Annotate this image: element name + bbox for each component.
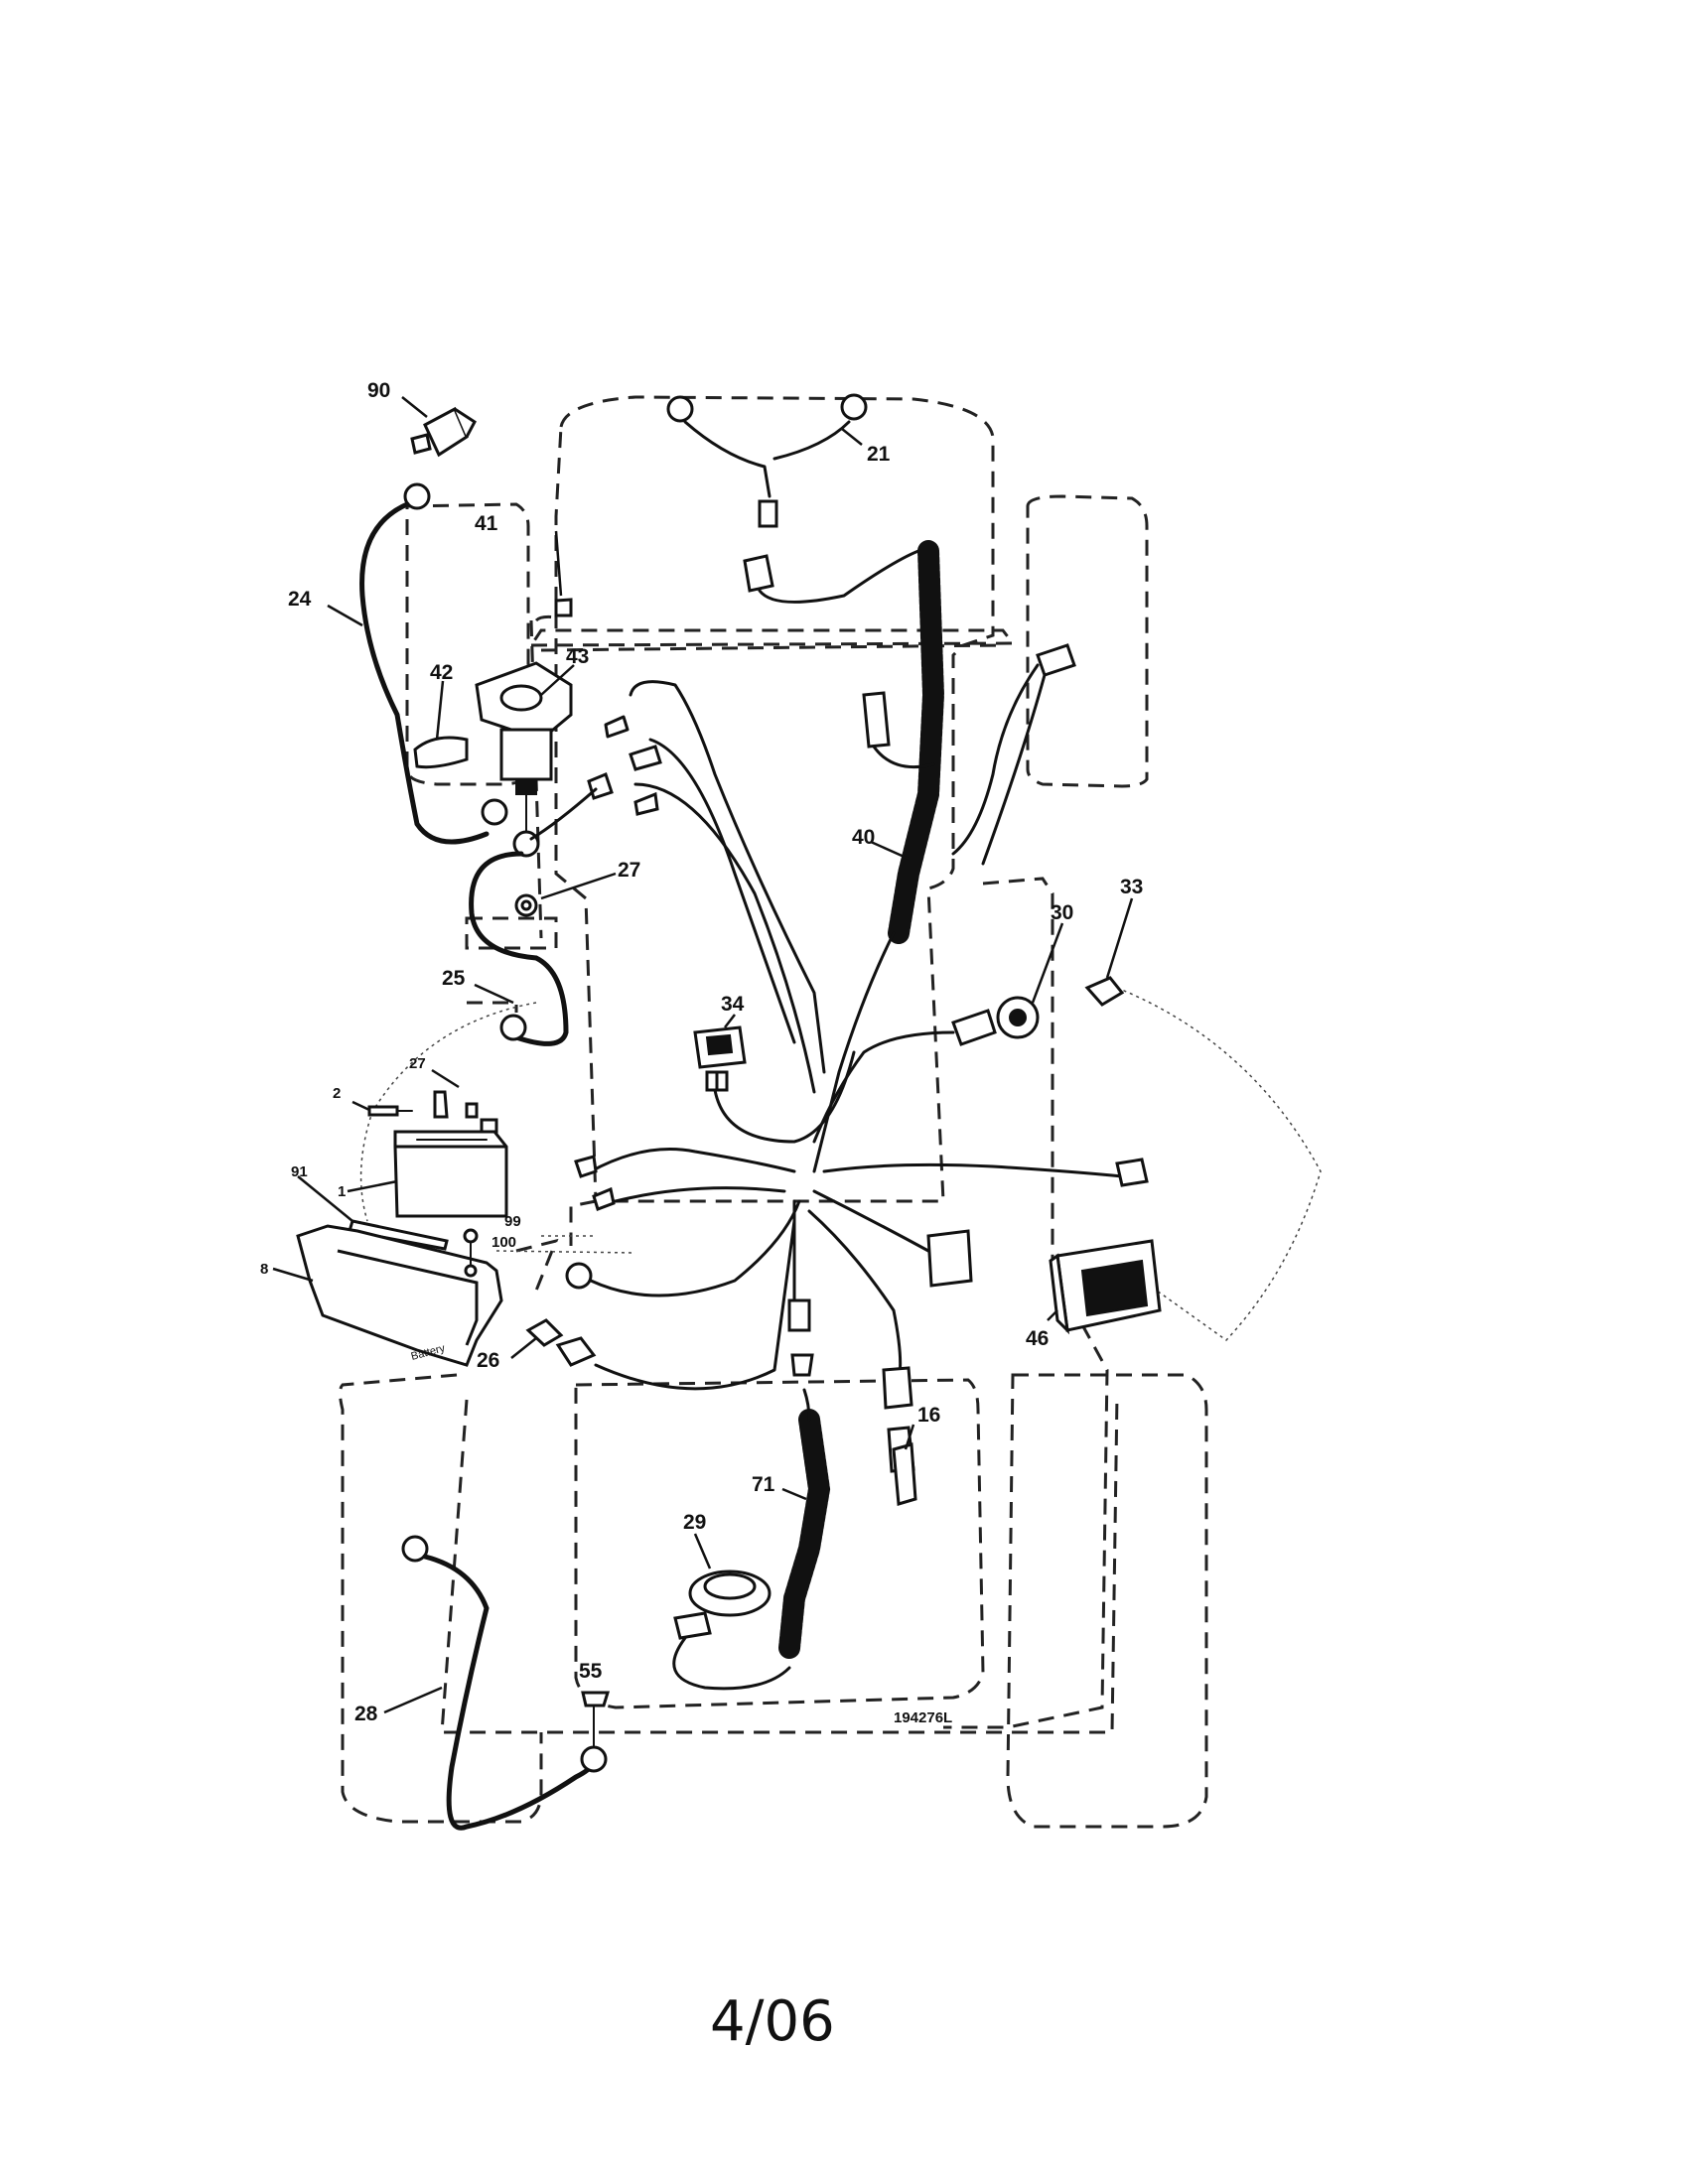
part-40-harness [758,540,945,1173]
part-33-key [1084,976,1125,1007]
callout-28: 28 [354,1703,378,1725]
part-24-cable [359,482,508,845]
figure-number: 194276L [894,1709,952,1726]
harness-left-branches [565,1148,801,1391]
part-28-cable [401,1535,611,1831]
part-46-seat-switch [1049,1239,1162,1335]
callout-labels: 90 24 41 42 43 27 25 2 27 1 91 99 100 8 … [260,379,1143,1725]
part-30-ignition [812,996,1040,1144]
callout-27-upper: 27 [618,859,640,882]
callout-24: 24 [288,588,312,611]
part-71-cord [778,1388,831,1659]
callout-71: 71 [752,1473,775,1496]
harness-branches [529,643,1076,1094]
callout-27-lower: 27 [409,1055,426,1072]
callout-42: 42 [430,661,453,684]
callout-90: 90 [367,379,390,402]
callout-55: 55 [579,1660,603,1683]
callout-1: 1 [338,1183,346,1200]
callout-41: 41 [475,512,498,535]
callout-99: 99 [504,1213,521,1230]
callout-8: 8 [260,1261,268,1278]
callout-2: 2 [333,1085,341,1102]
part-26-clip [525,1318,597,1367]
callout-21: 21 [867,443,891,466]
callout-33: 33 [1120,876,1143,898]
callout-25: 25 [442,967,466,990]
callout-34: 34 [721,993,745,1016]
callout-91: 91 [291,1163,308,1180]
callout-29: 29 [683,1511,706,1534]
part-25-cable [469,851,569,1046]
part-29-pto [672,1570,791,1691]
battery-assembly [296,1090,508,1367]
callout-16: 16 [917,1404,940,1427]
harness-right-branches [787,1158,1149,1473]
leader-lines [272,396,1134,1714]
callout-26: 26 [477,1349,499,1372]
callout-46: 46 [1026,1327,1049,1350]
page-footer-date: 4/06 [710,1989,835,2054]
part-21-headlights [666,393,868,593]
callout-30: 30 [1051,901,1073,924]
part-16-switch [892,1442,917,1506]
part-90-switch [410,406,477,458]
callout-100: 100 [491,1234,516,1251]
part-34-switch [693,1025,856,1144]
part-43-solenoid [413,598,573,917]
callout-43: 43 [566,645,589,668]
callout-40: 40 [852,826,875,849]
